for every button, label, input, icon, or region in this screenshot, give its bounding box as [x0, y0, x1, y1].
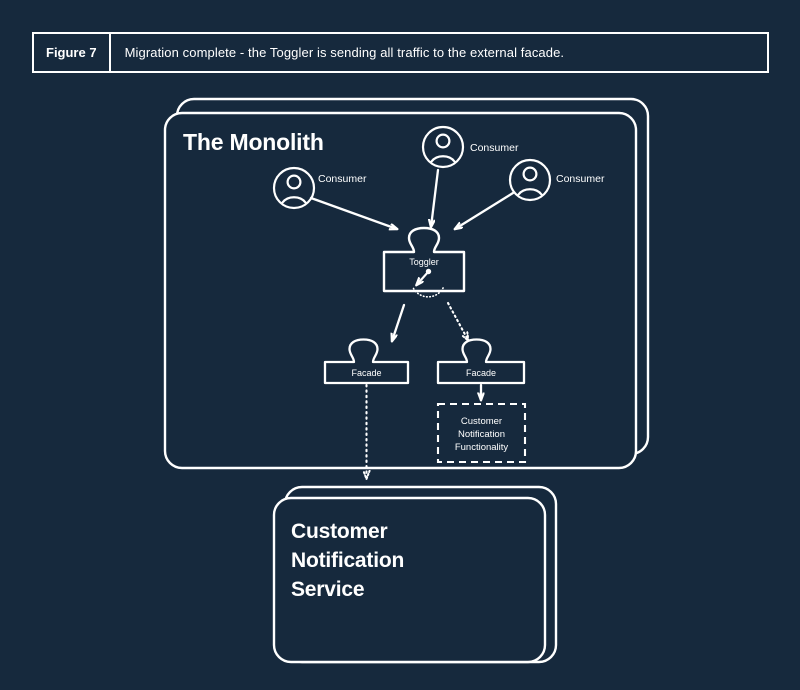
arrow-consumer-right-to-toggler	[455, 191, 515, 229]
facade-external-puzzle-shape	[323, 338, 410, 385]
arrow-consumer-top-to-toggler	[431, 168, 440, 227]
arrow-toggler-to-external-facade	[392, 303, 406, 341]
toggler-label: Toggler	[409, 257, 439, 267]
avatar-circle-left	[272, 166, 316, 210]
functionality-line-3: Functionality	[455, 442, 509, 453]
arrow-consumer-left-to-toggler	[309, 196, 397, 229]
facade-internal[interactable]: Facade	[436, 338, 526, 385]
avatar-body-right	[517, 188, 543, 196]
avatar-body-top	[430, 155, 456, 163]
consumer-top-label: Consumer	[470, 142, 519, 154]
functionality-line-2: Notification	[458, 429, 505, 440]
external-service-container	[272, 485, 558, 664]
facade-internal-puzzle-shape	[436, 338, 526, 385]
toggler-puzzle-shape	[382, 226, 466, 293]
facade-external[interactable]: Facade	[323, 338, 410, 385]
avatar-circle-top	[421, 125, 465, 169]
avatar-head-top	[435, 133, 451, 149]
consumer-left-label: Consumer	[318, 173, 367, 185]
consumer-right: Consumer	[508, 158, 605, 202]
avatar-circle-right	[508, 158, 552, 202]
arrow-toggler-to-internal-facade	[446, 301, 468, 340]
figure-number-label: Figure 7	[34, 34, 111, 71]
consumer-right-label: Consumer	[556, 173, 605, 185]
figure-caption: Figure 7 Migration complete - the Toggle…	[32, 32, 769, 73]
toggle-arc	[412, 285, 445, 298]
consumer-top: Consumer	[421, 125, 519, 169]
facade-internal-label: Facade	[466, 368, 496, 378]
consumer-left: Consumer	[272, 166, 367, 210]
avatar-body-left	[281, 196, 307, 204]
service-title-line-1: Customer	[291, 520, 387, 543]
service-title-line-3: Service	[291, 578, 364, 601]
figure-caption-text: Migration complete - the Toggler is send…	[124, 45, 565, 60]
toggler-component[interactable]: Toggler	[382, 226, 466, 298]
toggle-lever-arrow	[417, 270, 430, 286]
customer-notification-functionality: Customer Notification Functionality	[436, 402, 527, 464]
facade-external-label: Facade	[351, 368, 381, 378]
avatar-head-right	[522, 166, 538, 182]
service-front-layer	[272, 496, 547, 664]
toggle-switch-icon	[412, 268, 445, 298]
service-title-line-2: Notification	[291, 549, 404, 572]
avatar-head-left	[286, 174, 302, 190]
monolith-title: The Monolith	[183, 129, 324, 155]
functionality-line-1: Customer	[461, 416, 502, 427]
